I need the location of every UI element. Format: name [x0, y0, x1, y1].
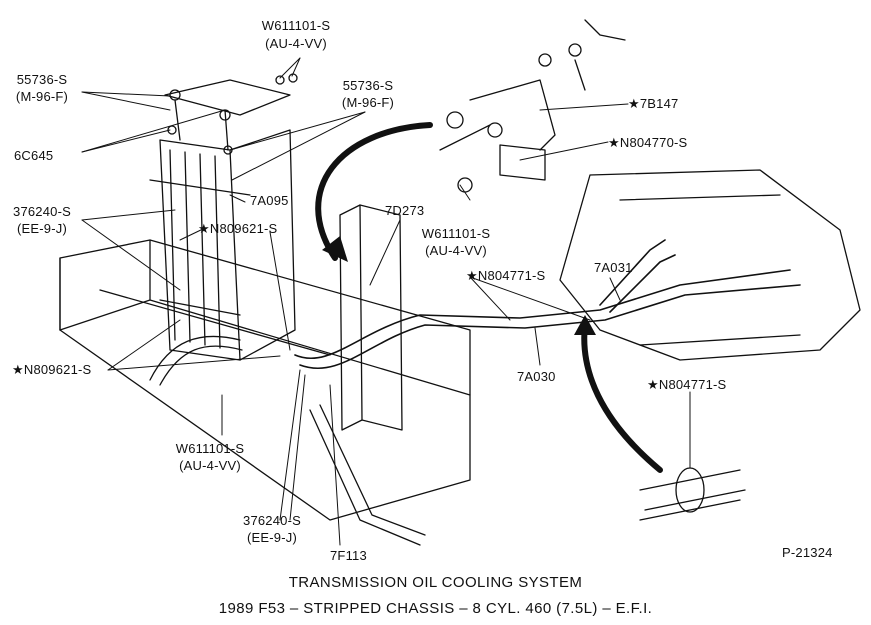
arrow-heads [322, 236, 596, 335]
label-55736-left: 55736-S [16, 72, 68, 87]
label-7f113: 7F113 [330, 548, 367, 563]
label-376240-left-code: (EE-9-J) [17, 221, 67, 236]
figure-number: P-21324 [782, 545, 833, 560]
label-n809621-upper: ★N809621-S [198, 221, 278, 236]
label-w611101-right: W611101-S [421, 226, 491, 241]
caption-title: TRANSMISSION OIL COOLING SYSTEM [288, 574, 583, 591]
label-7a031: 7A031 [594, 260, 633, 275]
clamp-detail [639, 467, 746, 521]
label-55736-left-code: (M-96-F) [15, 89, 69, 104]
cooler-lines [294, 239, 801, 370]
top-fittings [439, 19, 626, 193]
label-7d273: 7D273 [385, 203, 425, 218]
caption-subtitle: 1989 F53 – STRIPPED CHASSIS – 8 CYL. 460… [218, 600, 653, 617]
label-7a095: 7A095 [250, 193, 289, 208]
callout-arrows [315, 122, 663, 473]
label-376240-bottom: 376240-S [243, 513, 301, 528]
lower-pipe [149, 335, 426, 546]
label-w611101-bottom: W611101-S [175, 441, 245, 456]
label-w611101-right-code: (AU-4-VV) [425, 243, 487, 258]
label-7b147: ★7B147 [628, 96, 679, 111]
label-n804771-lower: ★N804771-S [647, 377, 727, 392]
label-w611101-top: W611101-S [261, 18, 331, 33]
transmission [559, 169, 861, 361]
frame-rail [59, 239, 471, 521]
label-n809621-lower: ★N809621-S [12, 362, 92, 377]
label-6c645: 6C645 [14, 148, 54, 163]
support-post [339, 204, 403, 431]
label-55736-mid-code: (M-96-F) [341, 95, 395, 110]
label-376240-bottom-code: (EE-9-J) [247, 530, 297, 545]
leader-lines [81, 57, 691, 546]
label-n804770: ★N804770-S [608, 135, 688, 150]
label-7a030: 7A030 [517, 369, 556, 384]
label-n804771-upper: ★N804771-S [466, 268, 546, 283]
label-55736-mid: 55736-S [342, 78, 394, 93]
label-w611101-bottom-code: (AU-4-VV) [179, 458, 241, 473]
upper-bracket [164, 73, 298, 155]
label-376240-left: 376240-S [13, 204, 71, 219]
label-w611101-top-code: (AU-4-VV) [265, 36, 327, 51]
